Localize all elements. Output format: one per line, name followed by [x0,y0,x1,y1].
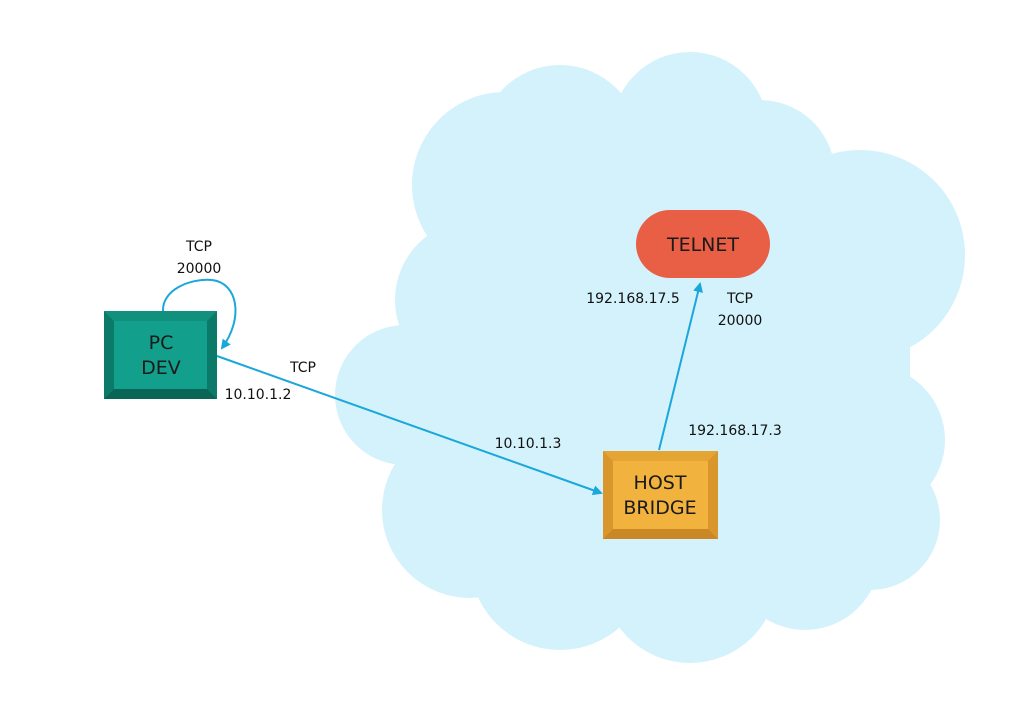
telnet-port-label: 20000 [718,313,763,329]
telnet-node: TELNET [636,210,770,278]
pc-dev-label-line1: PC [149,332,174,354]
tcp-loop-arrow [161,278,237,350]
telnet-ip-label: 192.168.17.5 [586,291,680,307]
telnet-proto-label: TCP [726,291,753,307]
telnet-label: TELNET [666,234,739,256]
loop-port-label: 20000 [177,261,222,277]
connections [161,278,703,496]
link-proto-label: TCP [289,360,316,376]
pc-dev-label-line2: DEV [141,357,181,379]
pc-to-bridge-arrow [216,355,603,496]
annotations: TCP 20000 TCP 10.10.1.2 10.10.1.3 192.16… [177,239,782,452]
host-bridge-node: HOST BRIDGE [603,451,718,539]
pc-ip-label: 10.10.1.2 [225,387,292,403]
pc-dev-node: PC DEV [104,311,217,399]
loop-proto-label: TCP [185,239,212,255]
host-bridge-label-line2: BRIDGE [623,497,696,519]
bridge-lan-ip-label: 10.10.1.3 [495,436,562,452]
bridge-to-telnet-arrow [658,282,703,451]
network-cloud [335,52,965,663]
host-bridge-label-line1: HOST [634,472,687,494]
bridge-wan-ip-label: 192.168.17.3 [688,423,782,439]
